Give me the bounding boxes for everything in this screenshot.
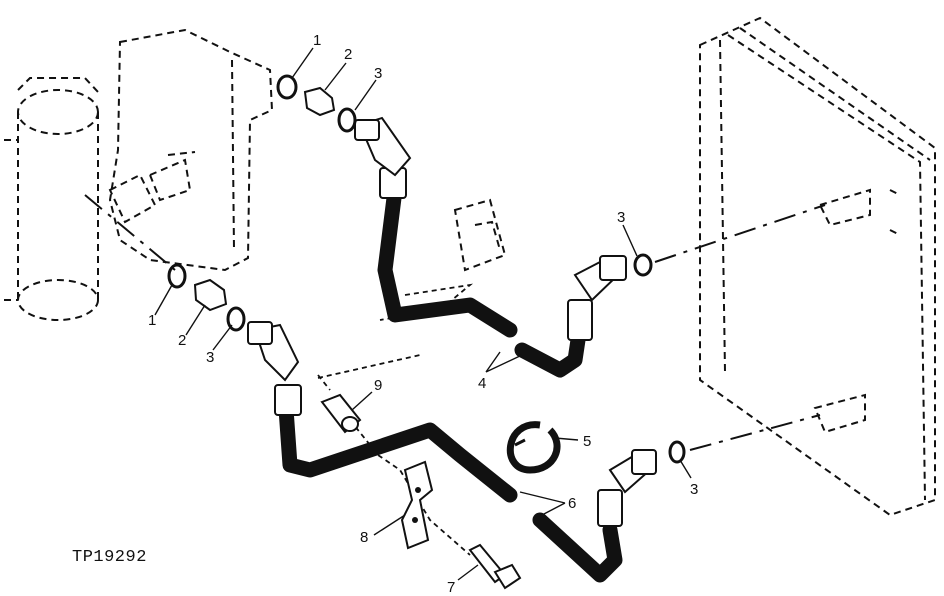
left-fitting-set <box>167 263 246 332</box>
leader-lines <box>154 47 692 581</box>
callout-8: 8 <box>360 529 368 546</box>
callout-3-left: 3 <box>206 349 214 366</box>
lower-oil-line <box>247 321 657 583</box>
transmission-housing-outline <box>108 28 274 272</box>
callout-3-right-lower: 3 <box>690 481 698 498</box>
clip-8 <box>400 460 434 550</box>
callout-1-left: 1 <box>148 312 156 329</box>
callout-5: 5 <box>583 433 591 450</box>
callout-9: 9 <box>374 377 382 394</box>
o-ring-3-right-lower <box>668 440 686 464</box>
hose-clamp-5 <box>506 421 561 474</box>
callout-4: 4 <box>478 375 486 392</box>
adapter-fitting-2-left <box>193 278 228 312</box>
bolt-7 <box>468 543 522 590</box>
filter-canister-outline <box>4 77 99 321</box>
callout-3-top: 3 <box>374 65 382 82</box>
callout-6: 6 <box>568 495 576 512</box>
o-ring-3-left <box>226 306 246 332</box>
upper-oil-line <box>354 116 627 378</box>
alignment-lines <box>84 194 826 556</box>
oil-cooler-outline <box>699 16 936 517</box>
callout-1-top: 1 <box>313 32 321 49</box>
callout-7: 7 <box>447 579 455 596</box>
callout-2-top: 2 <box>344 46 352 63</box>
callout-labels: 1 2 3 1 2 3 3 3 4 5 6 7 8 9 <box>148 32 698 596</box>
o-ring-1-top <box>276 74 298 100</box>
callout-2-left: 2 <box>178 332 186 349</box>
o-ring-3-right-upper <box>633 253 653 277</box>
adapter-fitting-2-top <box>303 86 336 117</box>
mounting-bracket-outline <box>453 198 507 272</box>
callout-3-right-upper: 3 <box>617 209 625 226</box>
o-ring-1-left <box>167 263 187 289</box>
top-fitting-set <box>276 74 357 133</box>
o-ring-3-top <box>337 107 357 133</box>
figure-reference-code: TP19292 <box>72 548 147 567</box>
spacer-9 <box>320 393 362 434</box>
